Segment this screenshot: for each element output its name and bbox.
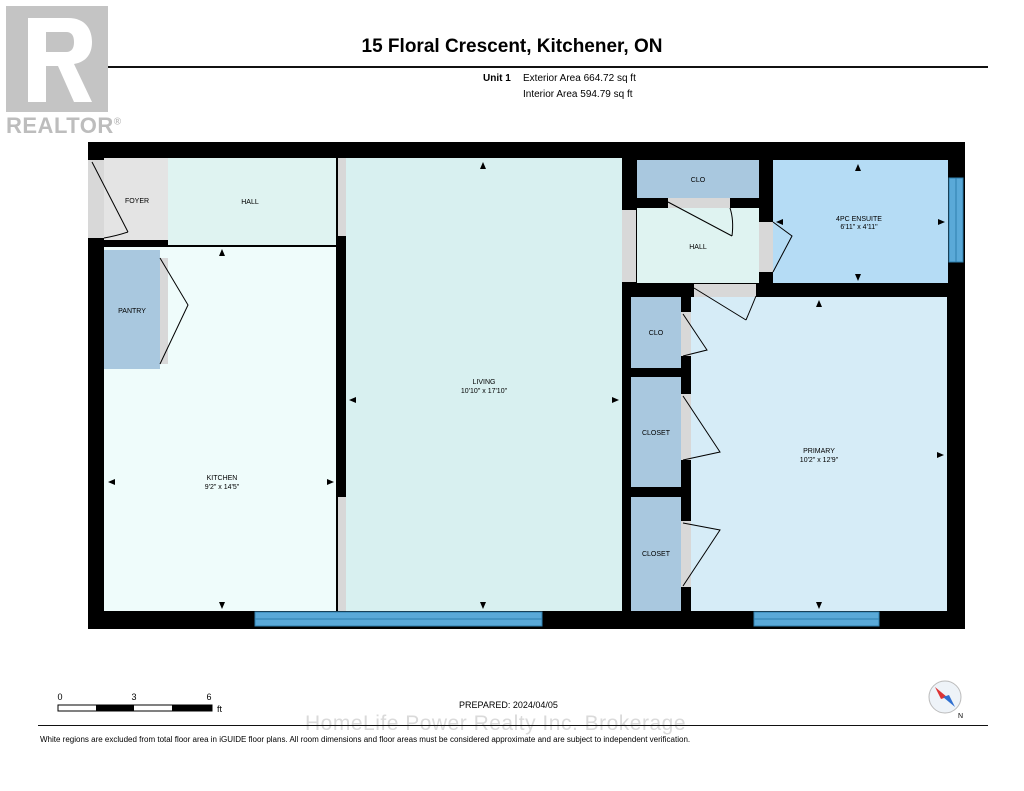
- hall-right-label: HALL: [689, 244, 707, 251]
- dimension-arrows: [108, 162, 945, 609]
- hall-top-label: HALL: [241, 199, 259, 206]
- footer-divider: [38, 725, 988, 726]
- hall-top-room: [168, 158, 336, 245]
- ensuite-door-jamb: [759, 222, 773, 272]
- kitchen-dims: 9'2" x 14'5": [205, 484, 240, 491]
- foyer-room: [104, 158, 168, 240]
- scale-unit: ft: [217, 704, 223, 714]
- clo-left-label: CLO: [649, 330, 664, 337]
- header-divider: [38, 66, 988, 68]
- living-room: [346, 158, 622, 611]
- clo-top-label: CLO: [691, 177, 706, 184]
- ensuite-label: 4PC ENSUITE: [836, 216, 882, 223]
- closet-1-room: [631, 377, 681, 487]
- living-dims: 10'10" x 17'10": [461, 388, 508, 395]
- primary-door-jamb: [694, 284, 756, 297]
- foyer-label: FOYER: [125, 198, 149, 205]
- compass-icon: N: [928, 680, 963, 720]
- scale-bar: 0 3 6 ft: [57, 692, 222, 714]
- ensuite-dims: 6'11" x 4'11": [840, 224, 878, 231]
- primary-room: [691, 297, 947, 611]
- pantry-room: [104, 250, 160, 369]
- pantry-label: PANTRY: [118, 308, 146, 315]
- hall-opening: [622, 210, 636, 282]
- unit-label: Unit 1: [483, 73, 511, 84]
- living-opening-bottom: [338, 497, 346, 611]
- interior-area: Interior Area 594.79 sq ft: [523, 89, 633, 100]
- living-label: LIVING: [473, 379, 496, 386]
- closet-1-label: CLOSET: [642, 430, 671, 437]
- scale-tick-0: 0: [57, 692, 62, 702]
- kitchen-label: KITCHEN: [207, 475, 238, 482]
- entry-opening: [88, 160, 104, 238]
- clo-top-room: [637, 160, 759, 198]
- disclaimer-text: White regions are excluded from total fl…: [40, 735, 691, 744]
- hall-right-room: [637, 208, 759, 283]
- realtor-logo-word: REALTOR: [6, 113, 114, 138]
- closet-2-door-jamb: [681, 521, 691, 587]
- scale-tick-6: 6: [206, 692, 211, 702]
- prepared-date: PREPARED: 2024/04/05: [459, 700, 558, 710]
- compass-north-label: N: [958, 713, 963, 720]
- closet-1-door-jamb: [681, 394, 691, 460]
- clo-door-jamb: [668, 198, 730, 208]
- primary-dims: 10'2" x 12'9": [800, 457, 839, 464]
- pantry-door-jamb: [160, 258, 168, 364]
- door-swings: [91, 161, 793, 587]
- realtor-logo: [6, 6, 108, 112]
- realtor-logo-text: REALTOR®: [6, 113, 122, 139]
- living-opening-top: [338, 158, 346, 236]
- page-title: 15 Floral Crescent, Kitchener, ON: [361, 36, 663, 57]
- primary-label: PRIMARY: [803, 448, 835, 455]
- registered-mark: ®: [113, 116, 122, 128]
- realtor-r-icon: [6, 6, 108, 112]
- brokerage-watermark: HomeLife Power Realty Inc. Brokerage: [305, 712, 686, 735]
- clo-left-door-jamb: [681, 312, 691, 356]
- scale-tick-3: 3: [131, 692, 136, 702]
- ensuite-room: [773, 160, 948, 283]
- closet-2-room: [631, 497, 681, 611]
- clo-left-room: [631, 297, 681, 368]
- exterior-area: Exterior Area 664.72 sq ft: [523, 73, 636, 84]
- closet-2-label: CLOSET: [642, 551, 671, 558]
